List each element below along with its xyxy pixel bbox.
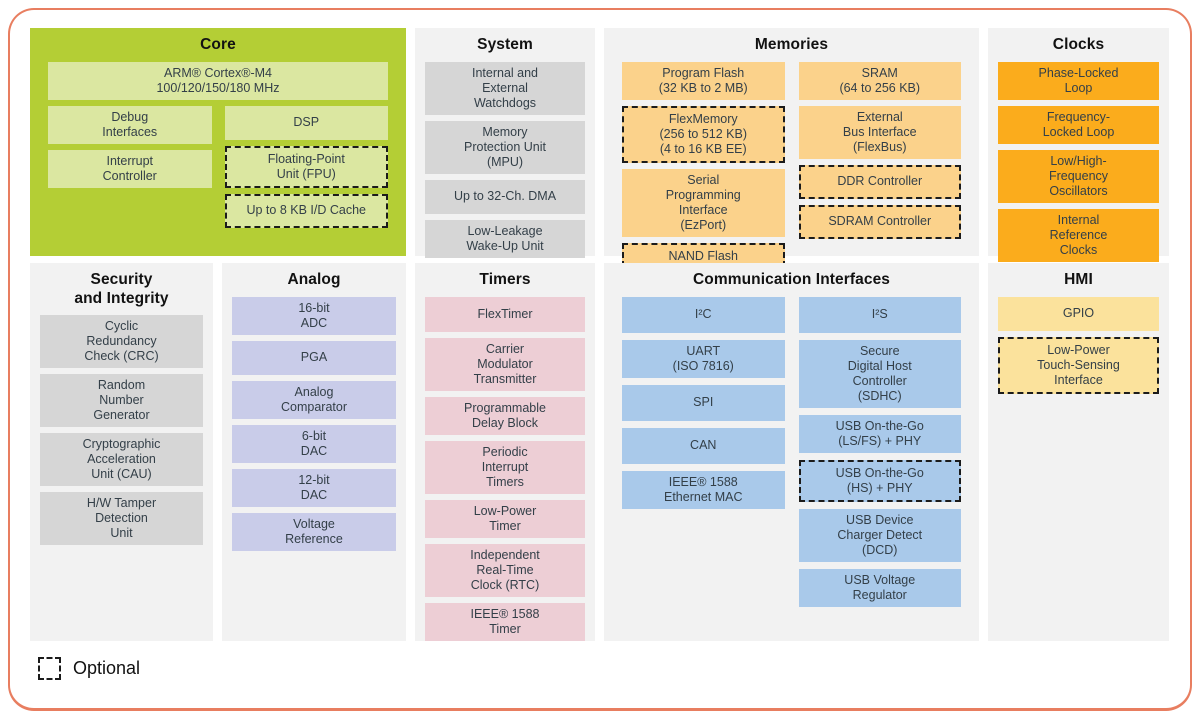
section-hmi: HMI GPIO Low-Power Touch-Sensing Interfac… [988, 263, 1169, 641]
core-column-right: DSP Floating-Point Unit (FPU) Up to 8 KB I… [224, 105, 388, 244]
diagram-block: Programmable Delay Block [425, 396, 585, 435]
diagram-block: Cryptographic Acceleration Unit (CAU) [40, 433, 203, 487]
diagram-block: Secure Digital Host Controller (SDHC) [798, 339, 961, 408]
section-title: Core [200, 36, 236, 53]
diagram-block: Internal and External Watchdogs [425, 61, 585, 115]
legend-label: Optional [73, 658, 141, 678]
diagram-block: Up to 8 KB I/D Cache [224, 193, 388, 228]
diagram-block: Debug Interfaces [48, 105, 212, 144]
section-title: Timers [479, 271, 531, 288]
diagram-block: Up to 32-Ch. DMA [425, 179, 585, 214]
section-memories: Memories Program Flash (32 KB to 2 MB) Fl… [604, 28, 979, 285]
diagram-block: Phase-Locked Loop [998, 61, 1159, 100]
diagram-block: Low-Power Touch-Sensing Interface [998, 336, 1159, 394]
diagram-block: GPIO [998, 296, 1159, 331]
diagram-block: CAN [622, 427, 785, 464]
diagram-block: Voltage Reference [232, 512, 396, 551]
diagram-block: USB On-the-Go (LS/FS) + PHY [798, 414, 961, 453]
diagram-block: Periodic Interrupt Timers [425, 440, 585, 494]
diagram-block: USB On-the-Go (HS) + PHY [798, 459, 961, 502]
section-analog: Analog 16-bit ADC PGA Analog Comparator 6-b… [222, 263, 406, 641]
section-communication-interfaces: Communication Interfaces I²C UART (ISO 78… [604, 263, 979, 641]
security-column: Cyclic Redundancy Check (CRC)Random Numb… [40, 315, 203, 631]
diagram-block: SPI [622, 384, 785, 421]
diagram-block: 16-bit ADC [232, 296, 396, 335]
diagram-block: Low-Power Timer [425, 499, 585, 538]
diagram-block: UART (ISO 7816) [622, 339, 785, 378]
section-title: Clocks [1052, 36, 1105, 53]
diagram-block: Random Number Generator [40, 374, 203, 428]
comm-column-right: I²S Secure Digital Host Controller (SDHC)… [798, 296, 961, 633]
section-title: Security and Integrity [74, 271, 169, 307]
diagram-block: External Bus Interface (FlexBus) [798, 105, 961, 159]
diagram-block: USB Device Charger Detect (DCD) [798, 508, 961, 562]
core-lead-row: ARM® Cortex®-M4 100/120/150/180 MHz [48, 61, 388, 100]
diagram-block: Carrier Modulator Transmitter [425, 337, 585, 391]
optional-dashed-box-icon [38, 657, 61, 680]
comm-columns: I²C UART (ISO 7816) SPI CAN IEEE® 1588 Ether… [622, 296, 961, 633]
diagram-block: Floating-Point Unit (FPU) [224, 145, 388, 188]
hmi-column: GPIO Low-Power Touch-Sensing Interface [998, 296, 1159, 631]
comm-column-left: I²C UART (ISO 7816) SPI CAN IEEE® 1588 Ether… [622, 296, 785, 633]
memories-column-left: Program Flash (32 KB to 2 MB) FlexMemory … [622, 61, 785, 285]
diagram-block: Program Flash (32 KB to 2 MB) [622, 61, 785, 100]
diagram-block: DDR Controller [798, 164, 961, 199]
legend-optional: Optional [38, 657, 1170, 680]
section-title: Analog [287, 271, 341, 288]
diagram-block: Low/High- Frequency Oscillators [998, 149, 1159, 203]
diagram-block: IEEE® 1588 Ethernet MAC [622, 470, 785, 509]
memories-column-right: SRAM (64 to 256 KB) External Bus Interfac… [798, 61, 961, 285]
diagram-block: SDRAM Controller [798, 204, 961, 239]
diagram-block: H/W Tamper Detection Unit [40, 492, 203, 546]
section-title: Memories [754, 36, 829, 53]
diagram-block: PGA [232, 340, 396, 375]
diagram-block: I²S [798, 296, 961, 333]
diagram-block: FlexTimer [425, 296, 585, 332]
section-title: System [477, 36, 533, 53]
diagram-block: ARM® Cortex®-M4 100/120/150/180 MHz [48, 61, 388, 100]
section-title: HMI [1064, 271, 1093, 288]
section-title: Communication Interfaces [692, 271, 891, 288]
diagram-block: 6-bit DAC [232, 424, 396, 463]
diagram-block: Memory Protection Unit (MPU) [425, 120, 585, 174]
diagram-block: Internal Reference Clocks [998, 208, 1159, 262]
diagram-grid: Core ARM® Cortex®-M4 100/120/150/180 MHz… [30, 28, 1170, 641]
diagram-block: Low-Leakage Wake-Up Unit [425, 219, 585, 258]
section-core: Core ARM® Cortex®-M4 100/120/150/180 MHz… [30, 28, 406, 256]
diagram-block: USB Voltage Regulator [798, 568, 961, 607]
diagram-block: Independent Real-Time Clock (RTC) [425, 543, 585, 597]
diagram-block: Serial Programming Interface (EzPort) [622, 168, 785, 237]
diagram-block: FlexMemory (256 to 512 KB) (4 to 16 KB E… [622, 105, 785, 163]
section-security-and-integrity: Security and Integrity Cyclic Redundancy… [30, 263, 213, 641]
diagram-block: Frequency- Locked Loop [998, 105, 1159, 144]
diagram-block: IEEE® 1588 Timer [425, 602, 585, 641]
diagram-block: Cyclic Redundancy Check (CRC) [40, 315, 203, 369]
diagram-block: I²C [622, 296, 785, 333]
diagram-block: DSP [224, 105, 388, 140]
diagram-block: Analog Comparator [232, 380, 396, 419]
diagram-block: 12-bit DAC [232, 468, 396, 507]
analog-column: 16-bit ADC PGA Analog Comparator 6-bit DAC 1… [232, 296, 396, 631]
memories-columns: Program Flash (32 KB to 2 MB) FlexMemory … [622, 61, 961, 285]
diagram-block: SRAM (64 to 256 KB) [798, 61, 961, 100]
diagram-block: Interrupt Controller [48, 149, 212, 188]
mcu-block-diagram-frame: Core ARM® Cortex®-M4 100/120/150/180 MHz… [8, 8, 1192, 711]
